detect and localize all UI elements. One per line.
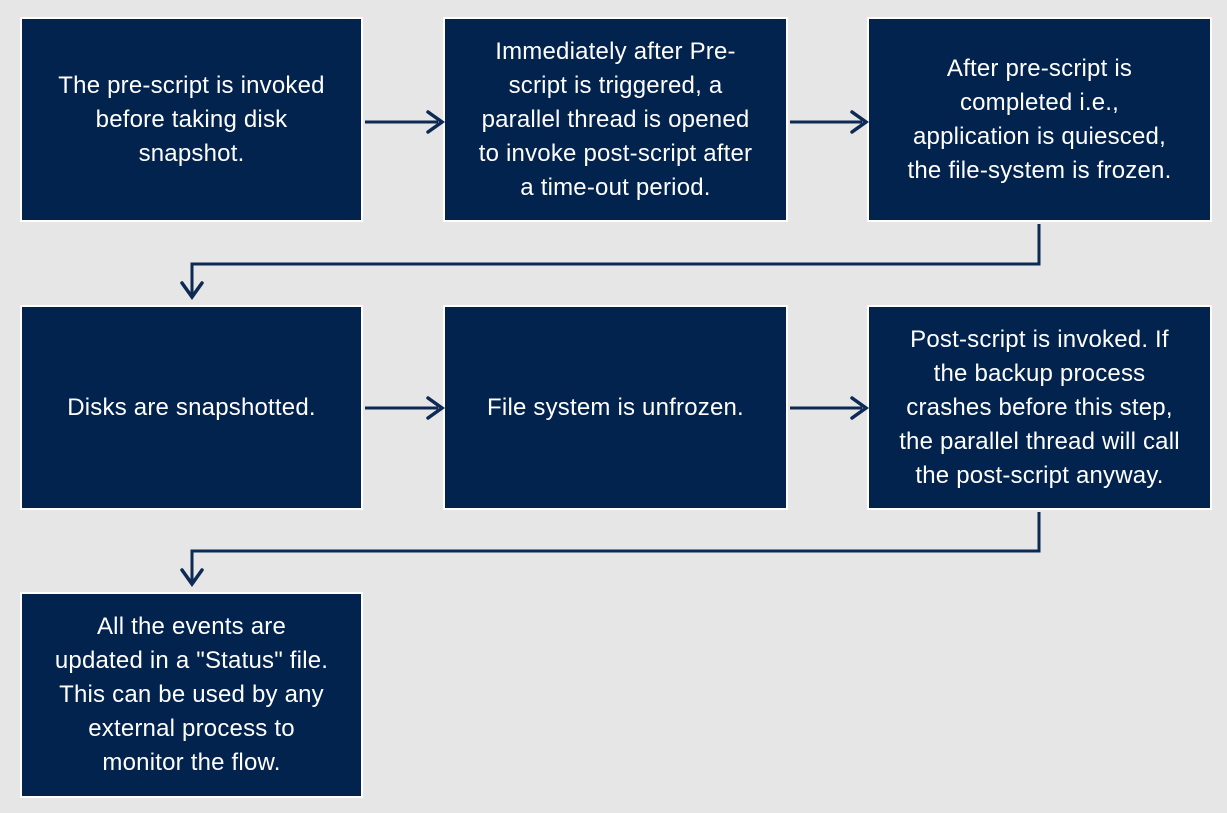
step-text: After pre-script is completed i.e., appl…	[907, 54, 1172, 184]
step-box-filesystem-unfrozen: File system is unfrozen.	[443, 305, 788, 510]
step-text: Post-script is invoked. If the backup pr…	[899, 325, 1180, 489]
arrow-step3-to-step4	[180, 224, 1041, 301]
step-box-filesystem-frozen: After pre-script is completed i.e., appl…	[867, 17, 1212, 222]
step-box-post-script-invoked: Post-script is invoked. If the backup pr…	[867, 305, 1212, 510]
step-text: Immediately after Pre- script is trigger…	[478, 37, 753, 201]
arrow-step4-to-step5	[365, 396, 446, 420]
step-box-pre-script-invoked: The pre-script is invoked before taking …	[20, 17, 363, 222]
arrow-step2-to-step3	[790, 110, 870, 134]
step-text: Disks are snapshotted.	[67, 393, 316, 421]
step-box-disks-snapshotted: Disks are snapshotted.	[20, 305, 363, 510]
arrow-step6-to-step7	[180, 512, 1041, 588]
step-text: File system is unfrozen.	[487, 393, 744, 421]
arrow-step5-to-step6	[790, 396, 870, 420]
step-box-status-file-updated: All the events are updated in a "Status"…	[20, 592, 363, 798]
step-text: The pre-script is invoked before taking …	[58, 71, 325, 167]
arrow-step1-to-step2	[365, 110, 446, 134]
step-text: All the events are updated in a "Status"…	[54, 613, 329, 776]
step-box-parallel-thread-opened: Immediately after Pre- script is trigger…	[443, 17, 788, 222]
